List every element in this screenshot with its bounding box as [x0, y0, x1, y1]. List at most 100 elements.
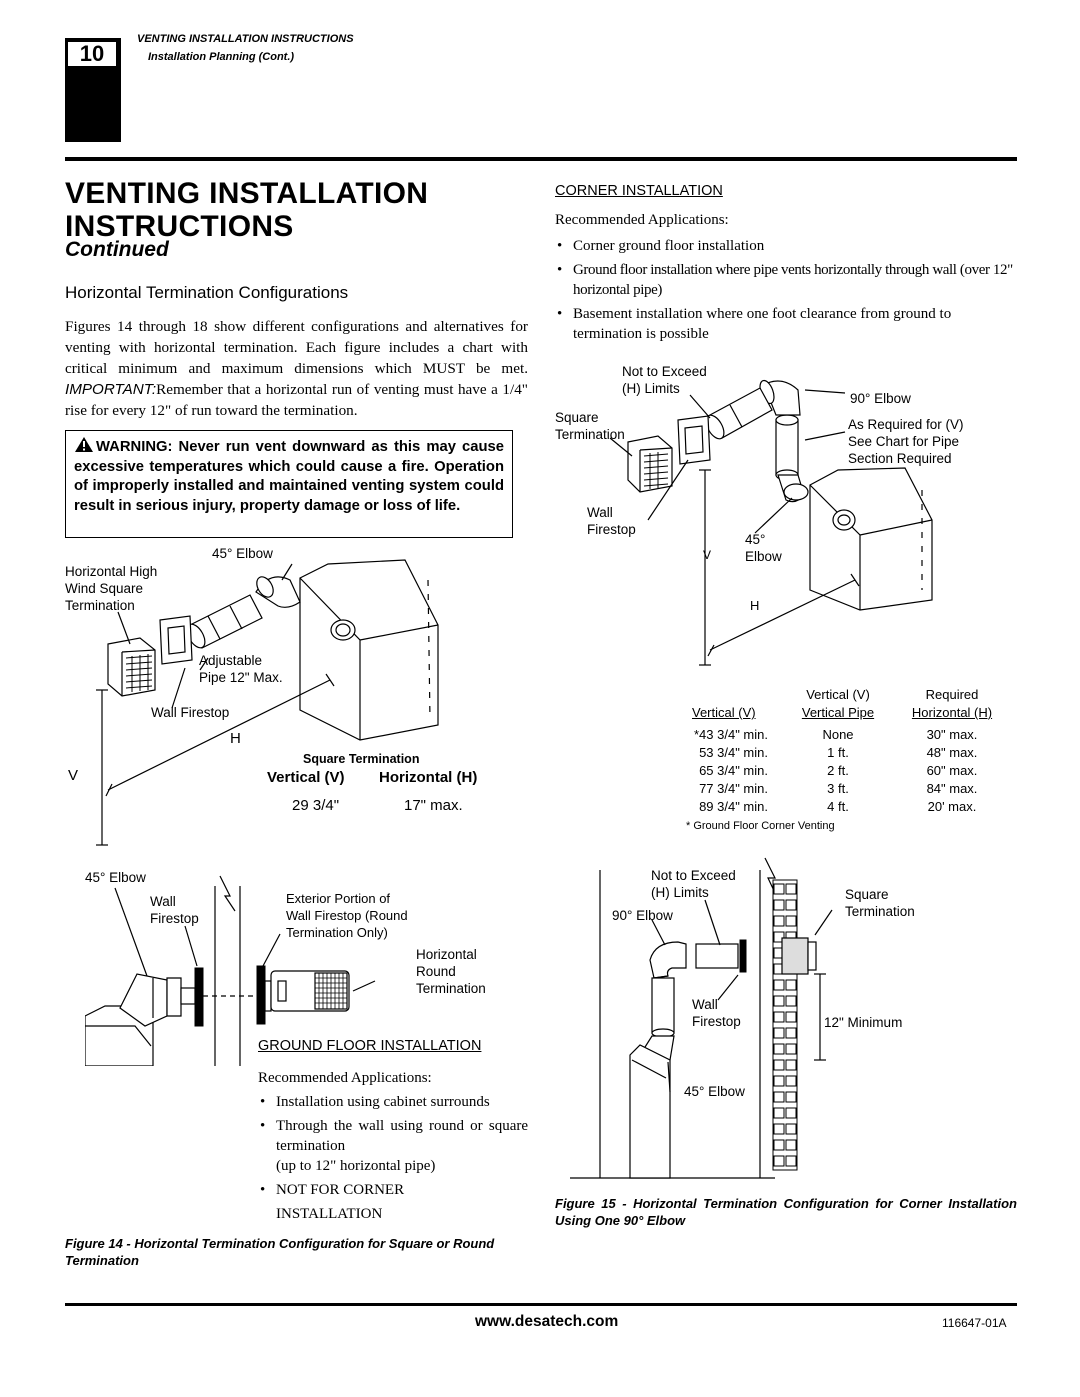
footer-url[interactable]: www.desatech.com — [475, 1313, 619, 1330]
corner-table-cell: Vertical Pipe — [801, 705, 875, 720]
corner-bullet: Ground floor installation where pipe ven… — [555, 260, 1017, 300]
corner-h-label: H — [750, 598, 760, 613]
corner-table-cell: 30" max. — [926, 727, 978, 742]
header-rule — [65, 157, 1017, 161]
ground-floor-block: Recommended Applications: Installation u… — [258, 1068, 528, 1224]
fig15-square-line1: Square — [845, 887, 889, 902]
fig15-square-label: Square Termination — [845, 886, 915, 920]
ground-floor-not-line2: INSTALLATION — [276, 1206, 383, 1222]
fig14-elbow45-label: 45° Elbow — [212, 546, 273, 561]
fig14-highwind-line2: Wind Square — [65, 581, 144, 596]
table-row: *43 3/4" min. None 30" max. — [692, 722, 1012, 744]
square-termination-col-h: Horizontal (H) — [379, 769, 478, 786]
fig14-v-label: V — [68, 767, 79, 784]
corner-nte-label: Not to Exceed (H) Limits — [622, 363, 707, 397]
termination-grille — [125, 654, 153, 692]
fig14-round-line2: Round — [416, 964, 456, 979]
corner-square-label: Square Termination — [555, 409, 625, 443]
figure14-upper-diagram — [96, 559, 439, 846]
fig14-adjustable-line2: Pipe 12" Max. — [199, 670, 283, 685]
corner-bullets: Corner ground floor installation Ground … — [555, 236, 1017, 344]
square-termination-val-v: 29 3/4" — [292, 797, 340, 814]
corner-table-cell — [692, 686, 784, 704]
ground-floor-bullet: Installation using cabinet surrounds — [258, 1092, 528, 1112]
brick-wall — [772, 879, 798, 1171]
section-heading: Horizontal Termination Configurations — [65, 283, 349, 302]
corner-table-cell: 77 3/4" min. — [699, 781, 768, 796]
corner-asreq-line1: As Required for (V) — [848, 417, 964, 432]
square-termination-col-v: Vertical (V) — [267, 769, 345, 786]
intro-paragraph: Figures 14 through 18 show different con… — [65, 316, 528, 421]
ground-floor-not-line1: NOT FOR CORNER — [258, 1180, 528, 1200]
fig14-lower-elbow45-label: 45° Elbow — [85, 870, 146, 885]
fig14-adjustable-label: Adjustable Pipe 12" Max. — [199, 652, 283, 686]
intro-important: IMPORTANT: — [65, 381, 157, 398]
corner-asreq-label: As Required for (V) See Chart for Pipe S… — [848, 416, 964, 467]
fig14-round-line3: Termination — [416, 981, 486, 996]
corner-table-cell: 89 3/4" min. — [699, 799, 768, 814]
fig14-round-termination-label: Horizontal Round Termination — [416, 946, 486, 997]
corner-diagram — [609, 379, 933, 666]
intro-text-a: Figures 14 through 18 show different con… — [65, 318, 528, 377]
corner-elbow45-line1: 45° — [745, 532, 766, 547]
corner-table-cell: 1 ft. — [827, 745, 849, 760]
square-termination-title: Square Termination — [303, 752, 420, 766]
page-title: VENTING INSTALLATION INSTRUCTIONS — [65, 177, 428, 243]
corner-table-cell: 60" max. — [926, 763, 978, 778]
corner-table-cell: 65 3/4" min. — [699, 763, 768, 778]
corner-table-cell: Horizontal (H) — [911, 705, 993, 720]
fig14-highwind-line3: Termination — [65, 598, 135, 613]
corner-table-cell: None — [822, 727, 854, 742]
corner-square-line2: Termination — [555, 427, 625, 442]
corner-asreq-line3: Section Required — [848, 451, 952, 466]
corner-table-cell: 53 3/4" min. — [699, 745, 768, 760]
corner-block: Recommended Applications: Corner ground … — [555, 210, 1017, 344]
corner-v-label: V — [703, 548, 712, 562]
corner-table-cell: *43 3/4" min. — [694, 727, 768, 742]
corner-bullet: Corner ground floor installation — [555, 236, 1017, 256]
corner-heading: CORNER INSTALLATION — [555, 183, 723, 199]
corner-elbow45-line2: Elbow — [745, 549, 782, 564]
corner-table-cell: Vertical (V) — [692, 705, 756, 720]
fig14-h-label: H — [230, 730, 241, 747]
running-subtitle: Installation Planning (Cont.) — [148, 51, 295, 63]
corner-nte-line2: (H) Limits — [622, 381, 680, 396]
table-row: 53 3/4" min. 1 ft. 48" max. — [692, 744, 1012, 762]
fig14-lower-wall-firestop-label: Wall Firestop — [150, 893, 199, 927]
running-title: VENTING INSTALLATION INSTRUCTIONS — [137, 33, 354, 45]
fig15-elbow90-label: 90° Elbow — [612, 908, 673, 923]
corner-wall-line1: Wall — [587, 505, 613, 520]
page-number: 10 — [68, 42, 116, 66]
table-row: 65 3/4" min. 2 ft. 60" max. — [692, 762, 1012, 780]
corner-table-cell: 84" max. — [926, 781, 978, 796]
figure14-lower-diagram — [85, 875, 376, 1066]
fig15-nte-label: Not to Exceed (H) Limits — [651, 867, 736, 901]
fig15-square-line2: Termination — [845, 904, 915, 919]
fig15-wall-line1: Wall — [692, 997, 718, 1012]
fig14-exterior-firestop-label: Exterior Portion of Wall Firestop (Round… — [286, 890, 408, 941]
fig14-exterior-line3: Termination Only) — [286, 925, 388, 940]
ground-floor-rec: Recommended Applications: — [258, 1070, 432, 1086]
corner-square-line1: Square — [555, 410, 599, 425]
fig14-highwind-line1: Horizontal High — [65, 564, 158, 579]
fig14-exterior-line1: Exterior Portion of — [286, 891, 391, 906]
ground-floor-sub: (up to 12" horizontal pipe) — [276, 1158, 436, 1174]
fig14-lower-wall-line1: Wall — [150, 894, 176, 909]
warning-icon — [75, 437, 93, 452]
corner-bullet: Basement installation where one foot cle… — [555, 304, 1017, 344]
intro-text-b: Remember that a horizontal run of ventin… — [65, 381, 528, 419]
corner-table-cell: 2 ft. — [827, 763, 849, 778]
fig14-exterior-line2: Wall Firestop (Round — [286, 908, 408, 923]
fig14-wall-firestop-label: Wall Firestop — [151, 705, 230, 720]
corner-table-cell: 48" max. — [926, 745, 978, 760]
corner-wall-firestop-label: Wall Firestop — [587, 504, 636, 538]
figure14-caption: Figure 14 - Horizontal Termination Confi… — [65, 1236, 495, 1268]
fig15-wall-line2: Firestop — [692, 1014, 741, 1029]
corner-table-head: Vertical (V) Vertical Pipe Horizontal (H… — [692, 704, 1012, 722]
ground-floor-not: NOT FOR CORNER — [258, 1180, 528, 1200]
corner-table-cell: Required — [925, 687, 979, 702]
corner-rec: Recommended Applications: — [555, 212, 729, 228]
ground-floor-bullet: Through the wall using round or square t… — [258, 1116, 528, 1156]
table-row: 89 3/4" min. 4 ft. 20' max. — [692, 798, 1012, 816]
warning-box: WARNING: Never run vent downward as this… — [65, 430, 513, 538]
